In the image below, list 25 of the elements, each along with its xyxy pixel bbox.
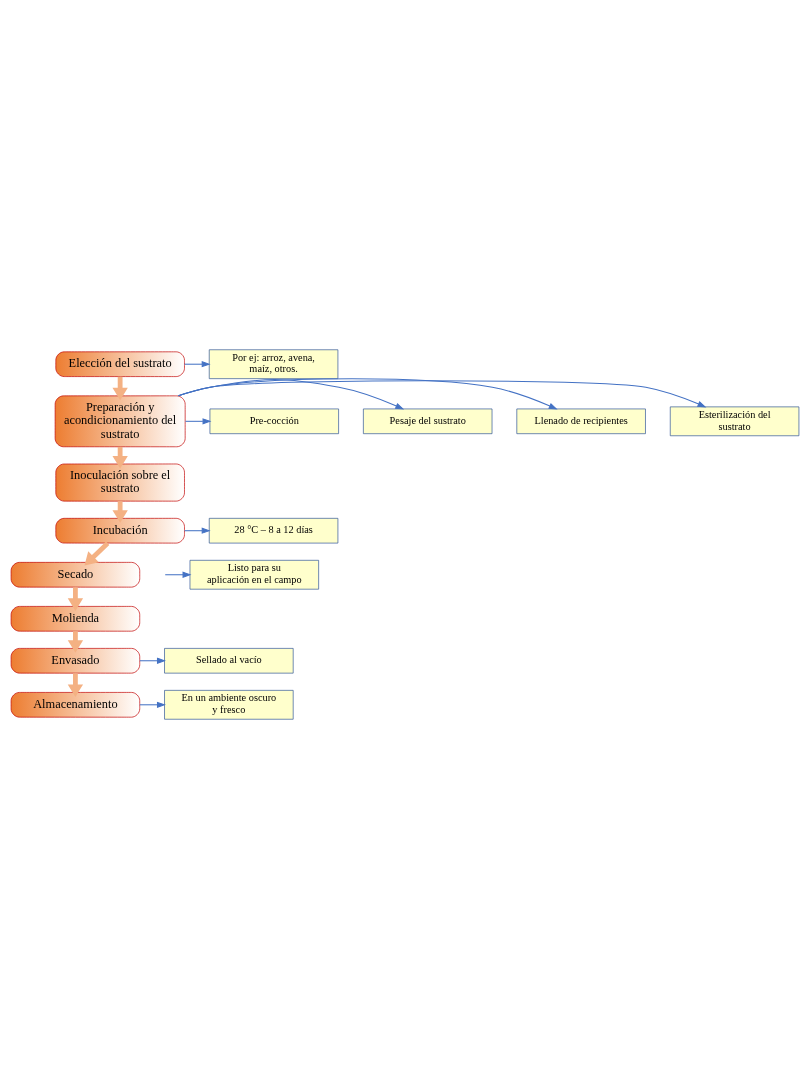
node-box: Envasado xyxy=(10,647,141,673)
arrow xyxy=(184,360,211,367)
node-box: Inoculación sobre el sustrato xyxy=(55,463,185,501)
arrow xyxy=(184,527,211,534)
arrow xyxy=(164,571,192,578)
arrow xyxy=(139,657,166,664)
node-box: En un ambiente oscuro y fresco xyxy=(164,689,294,720)
node-box: Secado xyxy=(10,561,141,587)
node-box: Elección del sustrato xyxy=(55,350,185,377)
arrow xyxy=(177,379,707,407)
node-box: 28 °C – 8 a 12 días xyxy=(208,517,339,543)
node-box: Pre-cocción xyxy=(209,408,339,434)
node-box: Almacenamiento xyxy=(10,691,141,718)
node-box: Listo para su aplicación en el campo xyxy=(189,559,319,590)
node-box: Llenado de recipientes xyxy=(516,408,646,434)
node-box: Por ej: arroz, avena, maíz, otros. xyxy=(208,348,339,379)
node-box: Preparación y acondicionamiento del sustrato xyxy=(54,395,186,447)
arrow xyxy=(184,417,212,424)
node-box: Esterilización del sustrato xyxy=(669,406,800,436)
node-box: Sellado al vacío xyxy=(164,647,294,673)
node-box: Molienda xyxy=(10,605,141,631)
node-box: Pesaje del sustrato xyxy=(363,408,493,434)
arrow xyxy=(139,701,166,708)
node-box: Incubación xyxy=(55,517,185,543)
arrow xyxy=(84,541,110,565)
